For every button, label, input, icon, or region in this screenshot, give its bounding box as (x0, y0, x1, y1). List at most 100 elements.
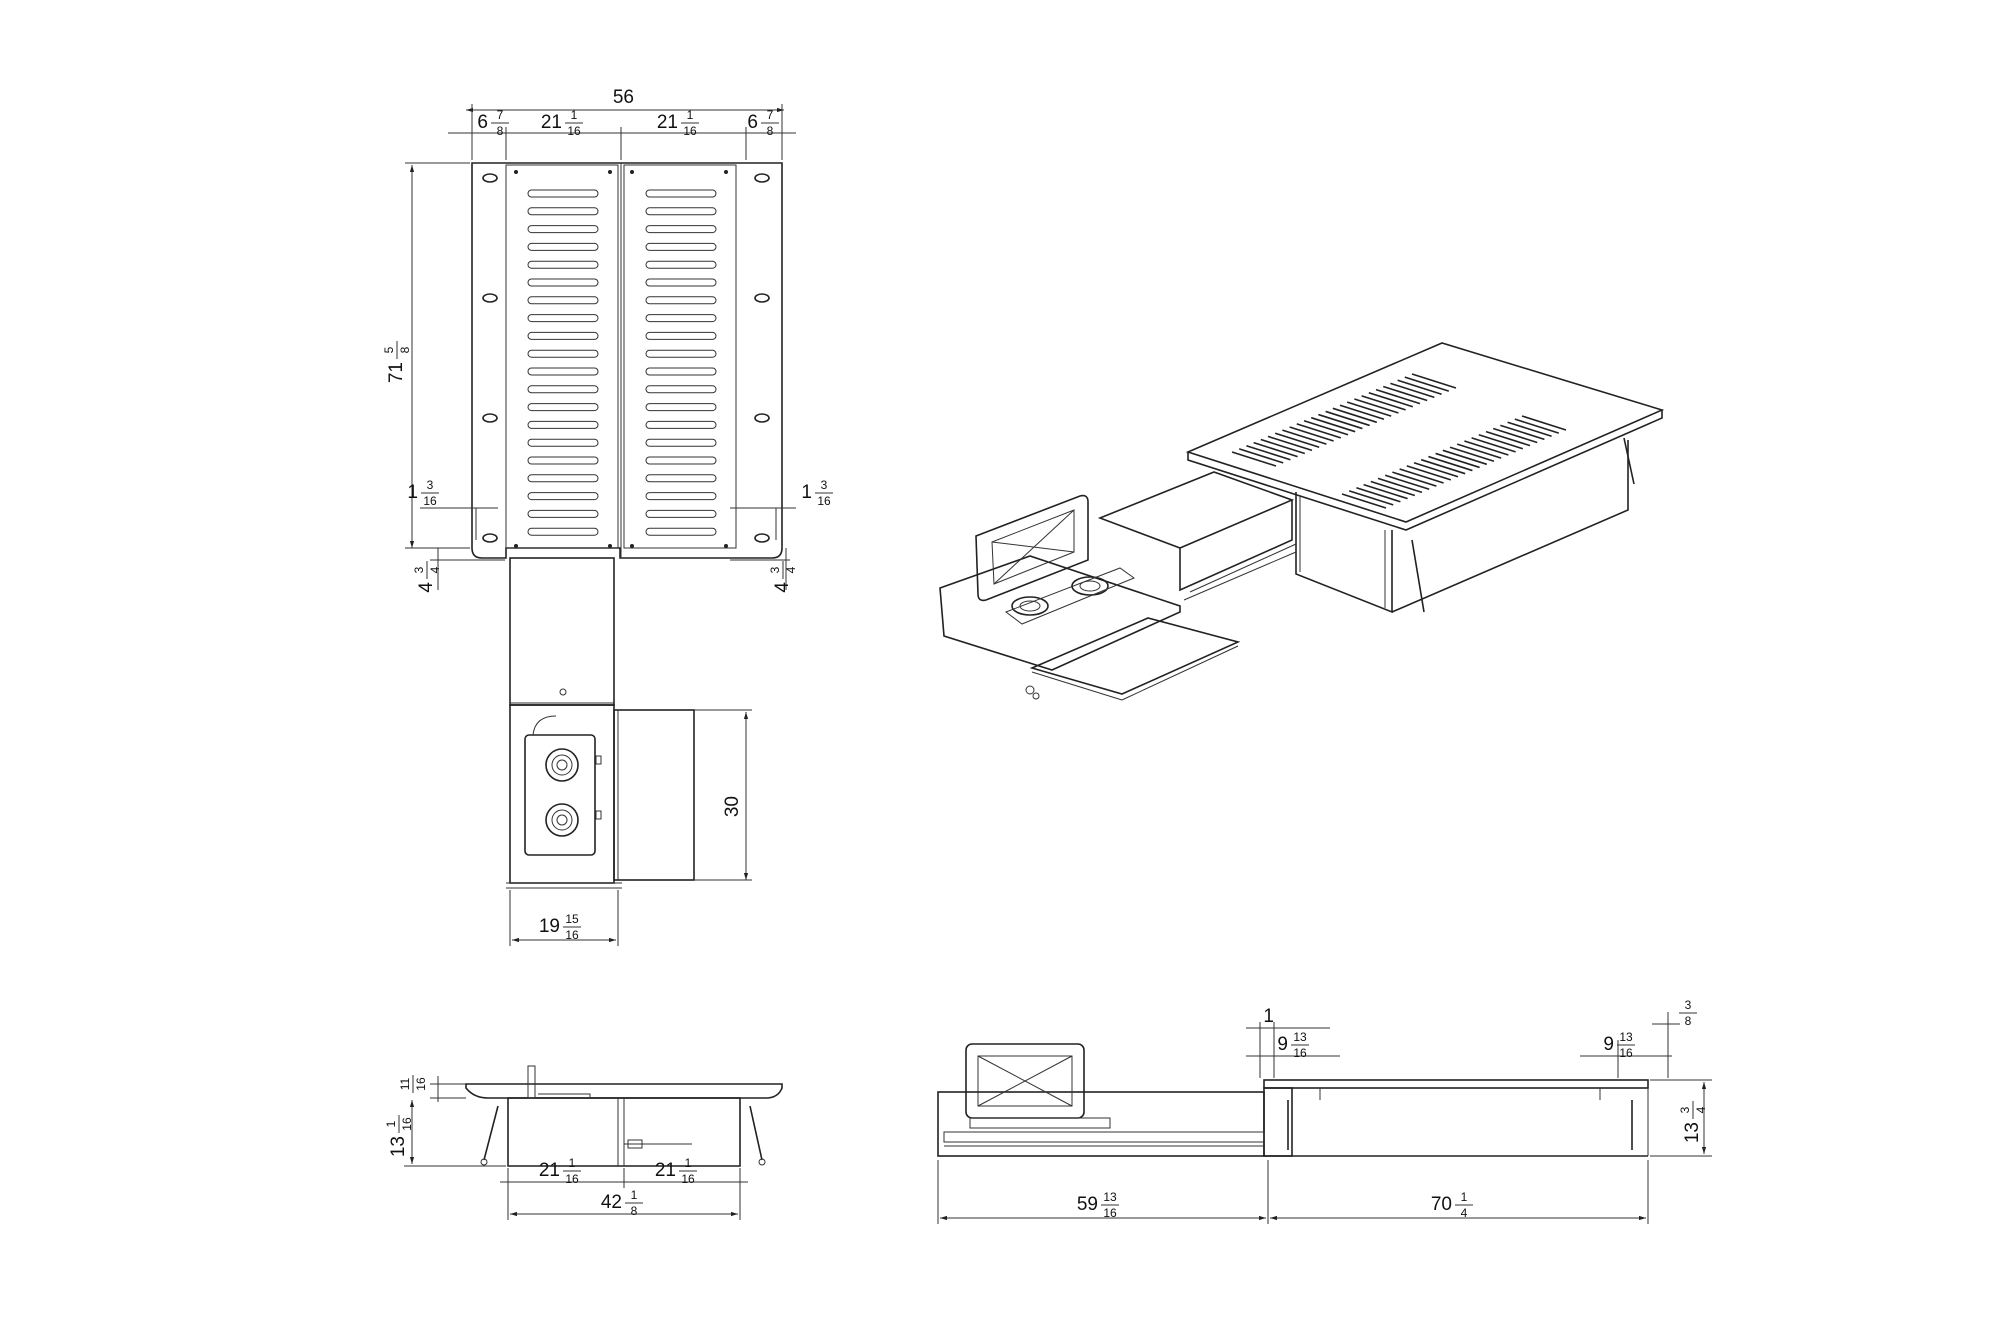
iso-slot (1382, 385, 1428, 402)
vent-slot (527, 385, 599, 394)
iso-slot (1303, 420, 1349, 436)
dim-denominator: 16 (1619, 1046, 1633, 1060)
vent-slot (527, 207, 599, 216)
iso-slot (1375, 388, 1421, 405)
vent-slot (645, 492, 717, 501)
dim-whole: 59 (1077, 1194, 1098, 1215)
dim-numerator: 7 (767, 108, 774, 122)
dim-whole: 21 (657, 112, 678, 133)
iso-slot (1332, 407, 1378, 424)
iso-drawer-tray (939, 555, 1181, 671)
dim-denominator: 16 (423, 494, 437, 508)
vent-slot (527, 420, 599, 429)
mount-hole (754, 293, 770, 303)
iso-windscreen (975, 494, 1089, 602)
dim-whole: 71 (386, 362, 407, 383)
dim-whole: 6 (477, 112, 488, 133)
dim-numerator: 3 (427, 478, 434, 492)
iso-slot (1449, 446, 1495, 462)
dim-denominator: 16 (567, 124, 581, 138)
front-view (404, 1065, 783, 1220)
dim-numerator: 7 (497, 108, 504, 122)
dim-numerator: 3 (821, 478, 828, 492)
plan-dimensions (405, 104, 796, 946)
dim-numerator: 1 (384, 1120, 398, 1127)
vent-slot (527, 225, 599, 234)
iso-slot (1390, 382, 1435, 399)
dim-numerator: 1 (631, 1188, 638, 1202)
iso-slot (1354, 398, 1399, 414)
dim-denominator: 16 (1103, 1206, 1117, 1220)
mount-hole (482, 413, 498, 423)
vent-slot (527, 403, 599, 412)
iso-slot (1368, 391, 1414, 408)
screw-dot (514, 170, 518, 174)
iso-slot (1428, 455, 1473, 472)
iso-slot (1404, 376, 1450, 392)
iso-slot (1411, 373, 1457, 389)
side-drawer (937, 1091, 1265, 1157)
dim-denominator: 16 (565, 928, 579, 942)
platform-outline (471, 162, 783, 559)
vent-slot (645, 260, 717, 269)
iso-slot (1392, 471, 1437, 487)
screw-dot (630, 544, 634, 548)
iso-slot (1238, 448, 1284, 464)
dim-numerator: 3 (1678, 1106, 1692, 1113)
front-top-board (465, 1083, 783, 1099)
vent-slot (645, 242, 717, 251)
vent-slot (527, 296, 599, 305)
iso-slot (1253, 441, 1298, 458)
vent-slot (645, 509, 717, 518)
dim-side_one: 1 (1263, 1006, 1274, 1027)
dim-whole: 1 (801, 482, 812, 503)
isometric-view (939, 342, 1665, 701)
vent-slot (645, 296, 717, 305)
iso-slot (1435, 452, 1480, 469)
iso-slots (1231, 373, 1567, 509)
side-platform (1263, 1079, 1649, 1089)
iso-slot (1348, 490, 1394, 506)
dim-denominator: 8 (1685, 1014, 1692, 1028)
dim-numerator: 15 (565, 912, 579, 926)
vent-slot (527, 349, 599, 358)
dim-numerator: 13 (1293, 1030, 1307, 1044)
iso-slot (1397, 379, 1442, 396)
iso-slot (1318, 413, 1363, 430)
dim-whole: 9 (1603, 1034, 1614, 1055)
iso-slot (1370, 480, 1416, 497)
iso-base-box (1295, 492, 1393, 614)
screw-dot (608, 544, 612, 548)
dim-whole: 21 (541, 112, 562, 133)
iso-slot (1363, 483, 1408, 500)
dim-numerator: 1 (685, 1156, 692, 1170)
dim-denominator: 16 (817, 494, 831, 508)
screw-dot (608, 170, 612, 174)
iso-slot (1289, 426, 1334, 442)
dim-whole: 4 (772, 582, 793, 593)
mount-hole (482, 293, 498, 303)
dim-drawer_depth: 30 (722, 796, 743, 817)
vent-slot (527, 474, 599, 483)
vent-slot (527, 527, 599, 536)
dim-whole: 6 (747, 112, 758, 133)
dim-numerator: 1 (569, 1156, 576, 1170)
dim-denominator: 8 (631, 1204, 638, 1218)
dim-denominator: 16 (414, 1077, 428, 1091)
iso-slot (1296, 423, 1342, 439)
side-view (937, 1012, 1712, 1224)
iso-slot (1346, 401, 1392, 417)
dim-denominator: 16 (565, 1172, 579, 1186)
dim-denominator: 16 (400, 1117, 414, 1131)
